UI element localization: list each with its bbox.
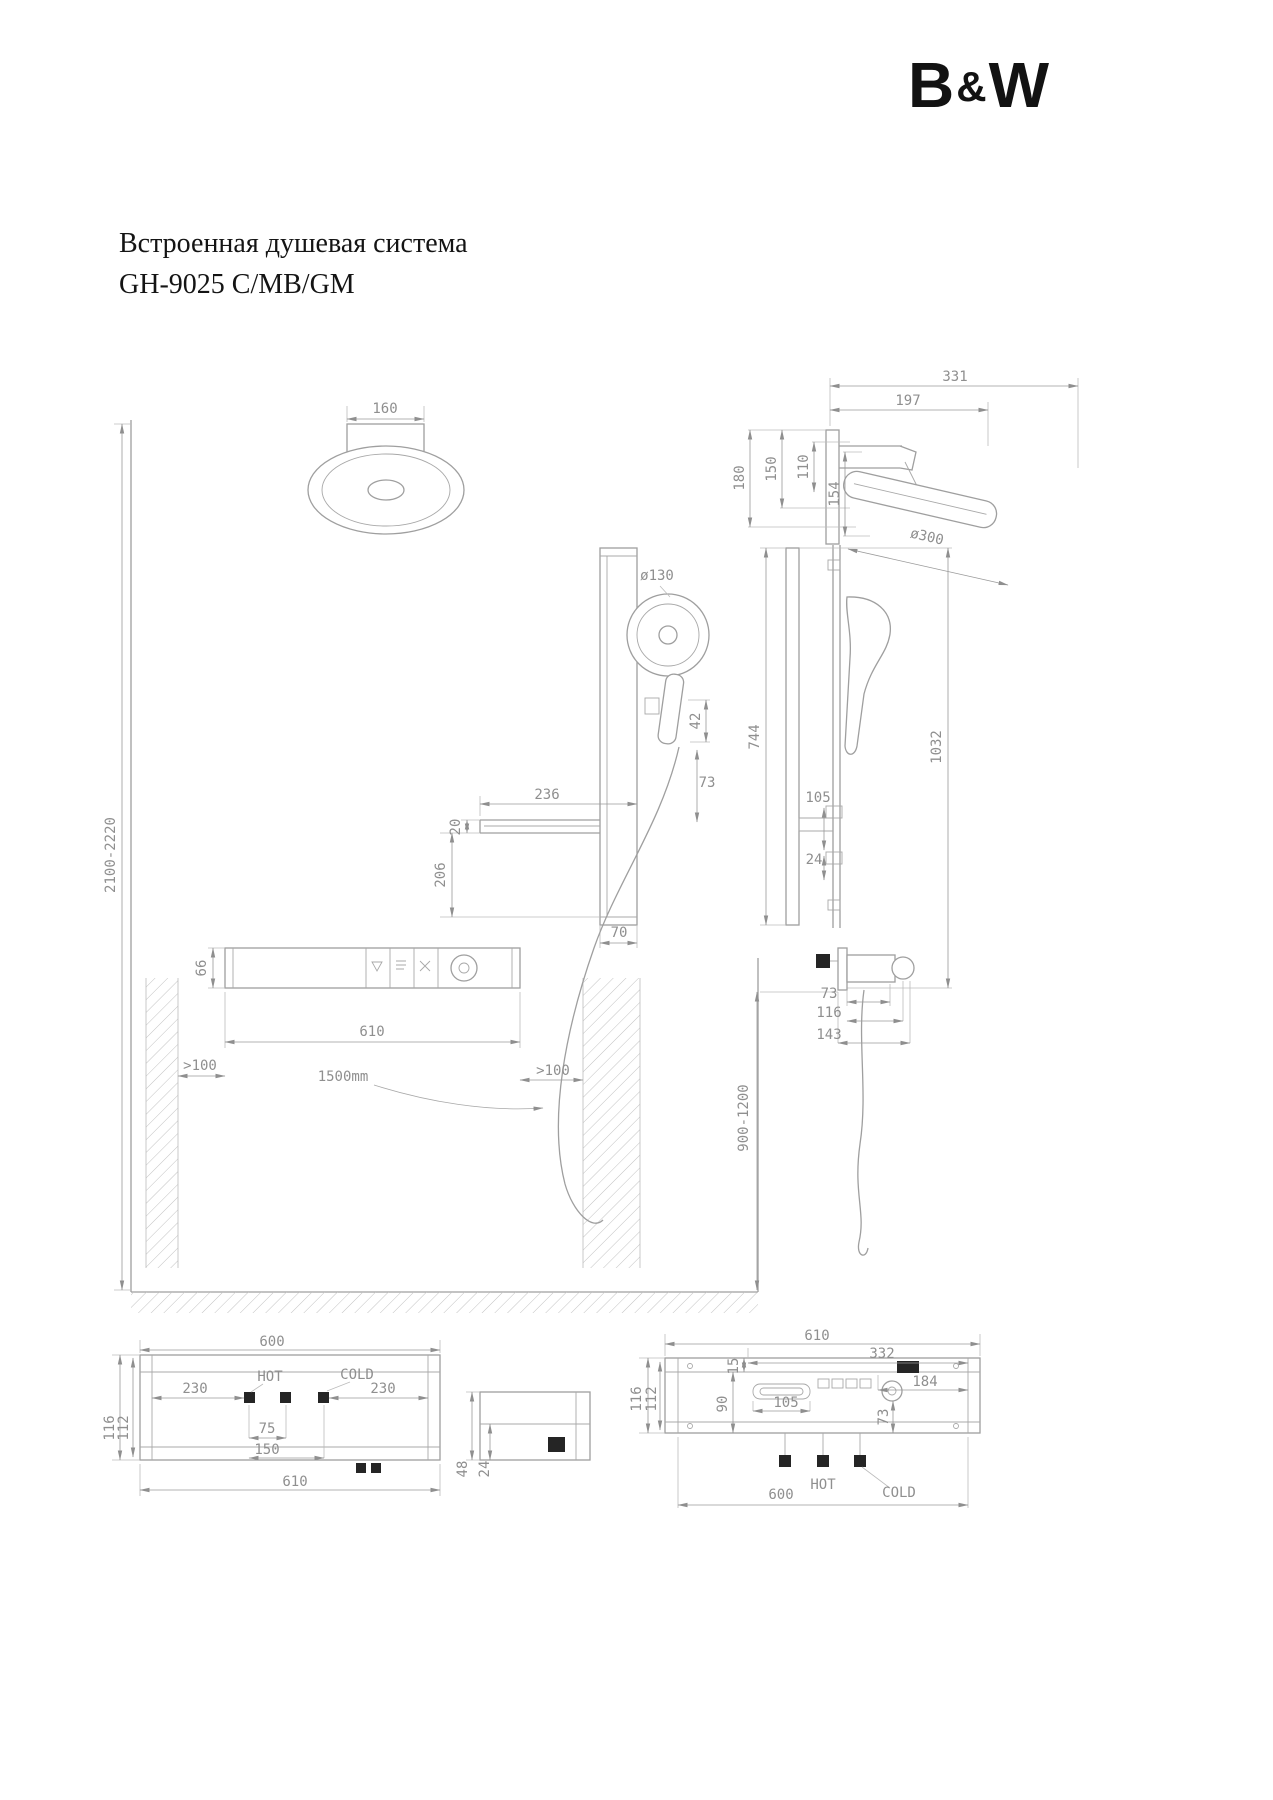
logo-letter-b: B [908, 49, 957, 121]
dimension-label: 230 [182, 1381, 207, 1397]
dimension-label: COLD [882, 1485, 916, 1501]
dimension-labels-layer: 160 331 197 180 150 110 154 ø300 ø130 42 73 236 20 20… [102, 369, 968, 1503]
dimension-label: ø130 [640, 568, 674, 584]
dimension-label: 48 [455, 1461, 471, 1478]
dimension-label: 112 [116, 1415, 132, 1440]
dimension-label: 66 [194, 960, 210, 977]
dimension-label: 600 [259, 1334, 284, 1350]
dimension-label: 150 [254, 1442, 279, 1458]
product-name: Встроенная душевая система [119, 228, 468, 259]
dimension-label: 1032 [929, 730, 945, 764]
dimension-label: 42 [688, 713, 704, 730]
dimension-label: 90 [715, 1396, 731, 1413]
dimension-label: 150 [764, 456, 780, 481]
dimension-label: ø300 [909, 526, 945, 549]
dimension-label: 73 [699, 775, 716, 791]
dimension-label: 900-1200 [736, 1084, 752, 1151]
dimension-label: 610 [282, 1474, 307, 1490]
document-title: Встроенная душевая система GH-9025 C/MB/… [119, 224, 468, 305]
logo-ampersand: & [956, 63, 989, 110]
dimension-label: 75 [259, 1421, 276, 1437]
dimension-label: 180 [732, 465, 748, 490]
dimension-label: >100 [536, 1063, 570, 1079]
dimension-label: HOT [810, 1477, 836, 1493]
slide-bar-front-view [373, 547, 710, 1224]
dimension-label: >100 [183, 1058, 217, 1074]
slide-bar-side-view [760, 545, 952, 989]
mixer-bar-side-view [754, 947, 915, 1291]
dimension-label: 116 [102, 1415, 118, 1440]
mixer-bar-front-view [177, 947, 584, 1083]
dimension-label: 70 [611, 925, 628, 941]
dimension-label: 2100-2220 [103, 817, 119, 893]
dimension-label: 15 [726, 1358, 742, 1375]
dimension-label: 206 [433, 862, 449, 887]
dimension-label: 20 [448, 819, 464, 836]
dimension-label: 116 [816, 1005, 841, 1021]
dimension-label: 197 [895, 393, 920, 409]
dimension-label: 184 [912, 1374, 937, 1390]
dimension-label: 73 [876, 1409, 892, 1426]
brand-logo: B&W [908, 48, 1051, 122]
dimension-label: 110 [796, 454, 812, 479]
overhead-shower-front-view [307, 406, 465, 535]
dimension-label: 744 [747, 724, 763, 749]
dimension-label: HOT [257, 1369, 283, 1385]
dimension-label: 73 [821, 986, 838, 1002]
mixer-bar-end-view [466, 1391, 591, 1461]
dimension-label: 600 [768, 1487, 793, 1503]
dimension-label: 112 [644, 1386, 660, 1411]
dimension-label: 1500mm [318, 1069, 369, 1085]
dimension-label: 105 [805, 790, 830, 806]
dimension-label: 610 [804, 1328, 829, 1344]
wall-and-floor-outline [114, 420, 759, 1313]
overhead-shower-side-view [747, 378, 1079, 586]
dimension-label: 332 [869, 1346, 894, 1362]
mixer-bar-bottom-view [112, 1340, 441, 1496]
dimension-label: 154 [827, 481, 843, 506]
dimension-label: 331 [942, 369, 967, 385]
dimension-label: 236 [534, 787, 559, 803]
dimension-label: COLD [340, 1367, 374, 1383]
model-number: GH-9025 C/MB/GM [119, 268, 355, 300]
dimension-label: 610 [359, 1024, 384, 1040]
dimension-label: 160 [372, 401, 397, 417]
dimension-label: 143 [816, 1027, 841, 1043]
dimension-label: 24 [806, 852, 823, 868]
dimension-label: 105 [773, 1395, 798, 1411]
mixer-bar-top-view [639, 1334, 981, 1508]
dimension-label: 116 [629, 1386, 645, 1411]
dimension-label: 230 [370, 1381, 395, 1397]
dimension-label: 24 [477, 1461, 493, 1478]
logo-letter-w: W [988, 49, 1051, 121]
